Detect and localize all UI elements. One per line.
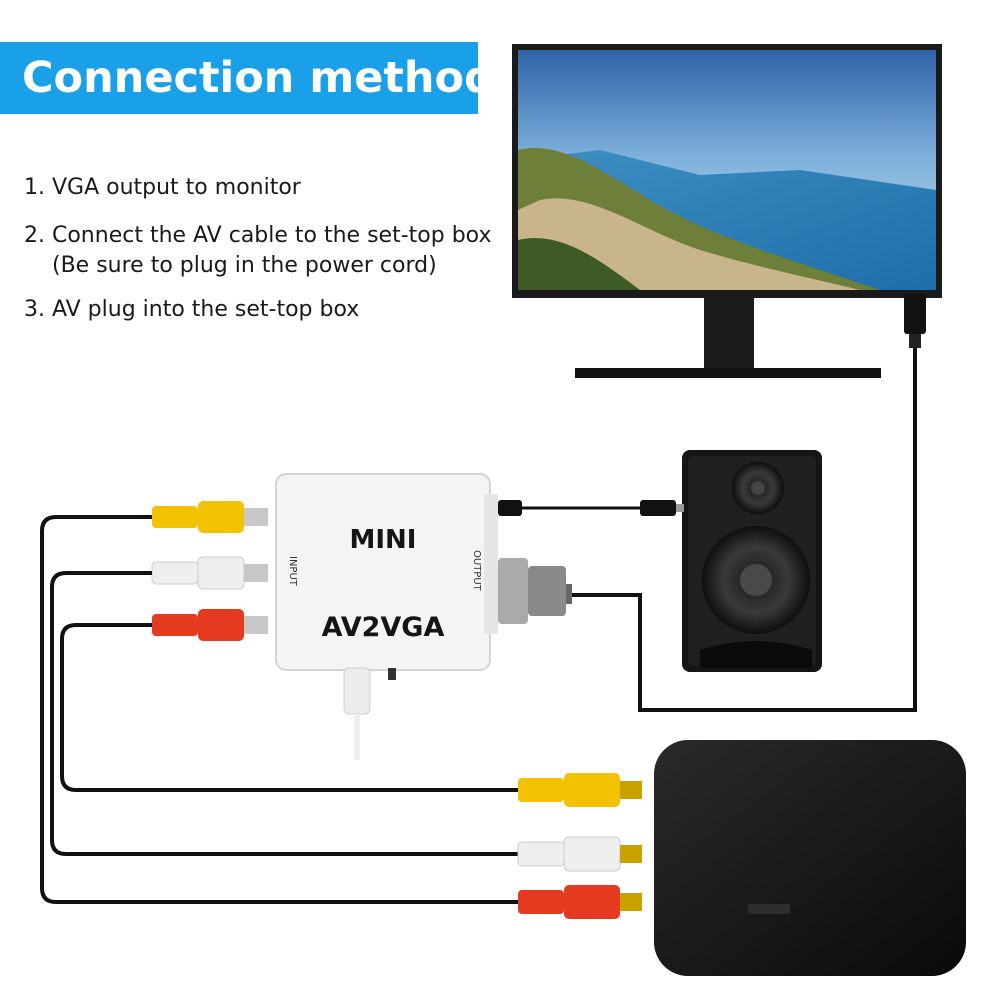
adapter-model-label: AV2VGA [322, 612, 445, 643]
step-3: 3. AV plug into the set-top box [24, 297, 360, 322]
adapter-input-label: INPUT [287, 556, 298, 587]
speaker-icon [682, 450, 822, 672]
vga-cable [565, 348, 917, 712]
rca-cables [40, 515, 518, 904]
adapter-output-label: OUTPUT [471, 550, 482, 592]
usb-power-plug-icon [343, 667, 371, 760]
audio-plug-icon [498, 500, 684, 516]
rca-plug-red-stb [518, 885, 642, 919]
rca-plug-red-adapter [152, 609, 268, 641]
step-2-note: (Be sure to plug in the power cord) [52, 253, 437, 278]
vga-plug-icon [498, 558, 572, 624]
adapter-icon: MINI AV2VGA INPUT OUTPUT [275, 473, 498, 680]
step-1: 1. VGA output to monitor [24, 175, 301, 200]
hdmi-plug-icon [904, 294, 926, 348]
adapter-brand-label: MINI [350, 525, 417, 555]
rca-plug-yellow-adapter [152, 501, 268, 533]
rca-plug-yellow-stb [518, 773, 642, 807]
monitor-icon [512, 44, 942, 378]
title-banner [0, 42, 478, 114]
step-2: 2. Connect the AV cable to the set-top b… [24, 223, 492, 248]
set-top-box-icon [654, 740, 966, 976]
rca-plug-white-adapter [151, 556, 268, 590]
page-title: Connection method [22, 53, 495, 103]
rca-plug-white-stb [517, 836, 642, 872]
